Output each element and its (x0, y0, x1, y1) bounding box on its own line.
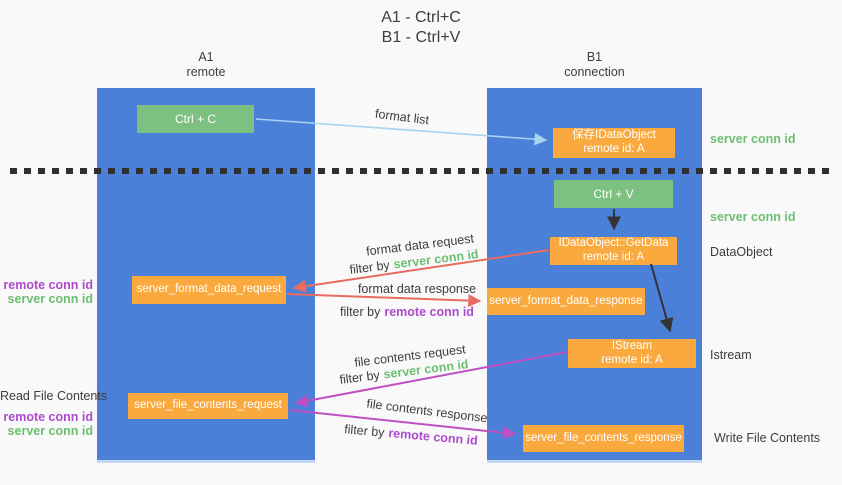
node-istream-line2: remote id: A (601, 353, 663, 366)
node-save-dataobject-line2: remote id: A (583, 143, 645, 155)
node-istream: IStream remote id: A (568, 339, 696, 368)
title-line-a1: A1 - Ctrl+C (381, 9, 461, 26)
node-server-file-contents-response: server_file_contents_response (523, 425, 684, 452)
lane-b1-name: B1 (586, 50, 603, 64)
label-write-file-contents: Write File Contents (714, 431, 821, 445)
label-istream: Istream (710, 348, 752, 362)
lane-header-b1: B1 connection (487, 50, 702, 80)
dashed-divider (10, 168, 830, 174)
lane-b1-subtitle: connection (564, 65, 625, 79)
label-server-conn-id-left-bottom: server conn id (7, 424, 93, 438)
label-file-contents-response: file contents response (365, 396, 489, 426)
filter-by-text: filter by (340, 305, 381, 319)
diagram-title: A1 - Ctrl+C B1 - Ctrl+V (0, 8, 842, 48)
node-save-dataobject-line1: 保存IDataObject (572, 129, 656, 142)
label-server-conn-id-right-top: server conn id (710, 132, 796, 146)
title-line-b1: B1 - Ctrl+V (381, 29, 461, 46)
remote-conn-id-text: remote conn id (387, 426, 479, 448)
filter-by-text: filter by (338, 368, 381, 387)
lane-a1-name: A1 (198, 50, 214, 64)
label-dataobject: DataObject (710, 245, 773, 259)
remote-conn-id-text: remote conn id (384, 305, 474, 319)
label-server-conn-id-right-mid: server conn id (710, 210, 796, 224)
node-idataobject-getdata: IDataObject::GetData remote id: A (550, 237, 677, 265)
label-format-data-response: format data response (357, 282, 477, 296)
label-remote-conn-id-left-top: remote conn id (3, 278, 93, 292)
lane-header-a1: A1 remote (97, 50, 315, 80)
label-server-conn-id-left-top: server conn id (7, 292, 93, 306)
node-istream-line1: IStream (611, 339, 653, 352)
label-format-list: format list (374, 106, 430, 128)
node-format-response-label: server_format_data_response (489, 294, 643, 307)
node-getdata-line2: remote id: A (582, 251, 645, 263)
node-ctrl-c-label: Ctrl + C (174, 111, 216, 126)
node-file-response-label: server_file_contents_response (525, 431, 682, 444)
node-getdata-line1: IDataObject::GetData (558, 237, 669, 250)
node-ctrl-v: Ctrl + V (554, 180, 673, 208)
label-remote-conn-id-left-bottom: remote conn id (3, 410, 93, 424)
label-read-file-contents: Read File Contents (0, 389, 108, 403)
node-server-file-contents-request: server_file_contents_request (128, 393, 288, 419)
node-server-format-data-response: server_format_data_response (487, 288, 645, 315)
node-ctrl-v-label: Ctrl + V (593, 186, 634, 201)
node-server-format-data-request: server_format_data_request (132, 276, 286, 304)
node-format-request-label: server_format_data_request (136, 283, 282, 296)
lane-a1-subtitle: remote (186, 65, 226, 79)
node-ctrl-c: Ctrl + C (137, 105, 254, 133)
node-file-request-label: server_file_contents_request (134, 399, 282, 412)
filter-by-text: filter by (343, 422, 386, 440)
filter-by-text: filter by (348, 258, 391, 277)
node-save-dataobject: 保存IDataObject remote id: A (553, 128, 675, 158)
